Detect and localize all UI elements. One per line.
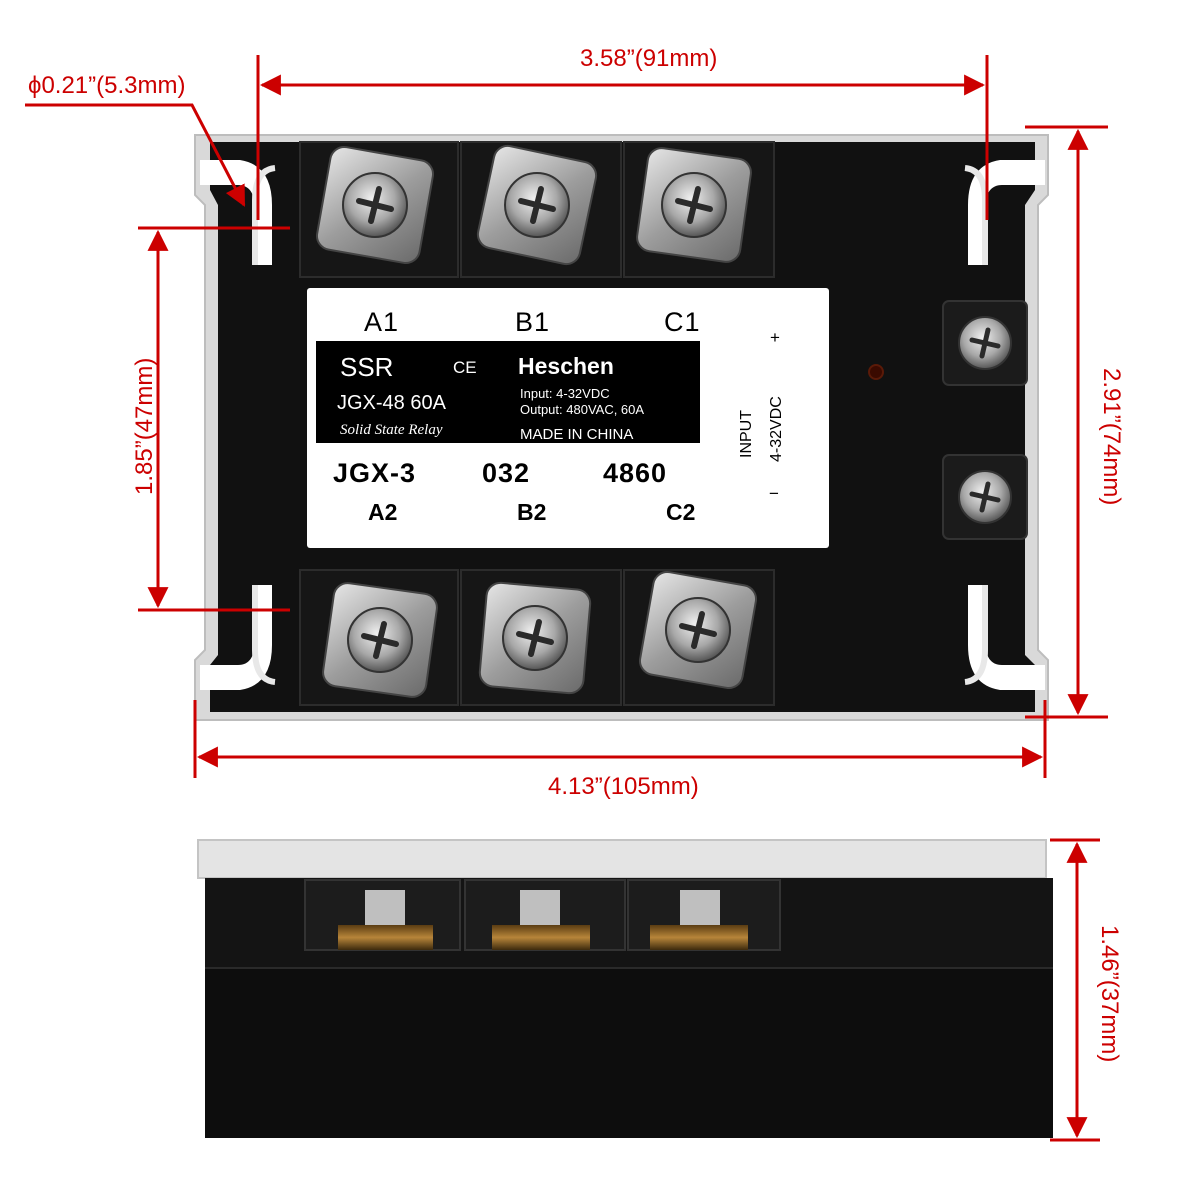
input-spec-text: Input: 4-32VDC	[520, 386, 610, 401]
side-body-lower	[205, 968, 1053, 1138]
status-led	[868, 364, 884, 380]
terminal-label-c1: C1	[664, 307, 701, 337]
mounting-hole-bottom-right	[964, 585, 1045, 690]
mounting-hole-bottom-left	[200, 585, 276, 690]
terminal-screw-c2	[638, 570, 758, 690]
origin-text: MADE IN CHINA	[520, 426, 634, 443]
input-title: INPUT	[738, 410, 755, 458]
input-screw-minus	[942, 454, 1028, 540]
hole-spacing-label: 3.58”(91mm)	[580, 45, 717, 72]
terminal-screw-c1	[636, 147, 752, 263]
brand-text: Heschen	[518, 353, 614, 379]
output-spec-text: Output: 480VAC, 60A	[520, 402, 645, 417]
side-clear-cover	[197, 839, 1047, 879]
side-terminal-2	[464, 879, 626, 951]
code-part-1: JGX-3	[333, 458, 417, 488]
relay-top-view	[194, 134, 1049, 721]
polarity-minus: −	[769, 484, 779, 503]
input-screw-plus	[942, 300, 1028, 386]
code-part-2: 032	[482, 458, 531, 488]
terminal-label-b2: B2	[517, 499, 547, 525]
terminal-screw-a2	[322, 582, 438, 698]
terminal-screw-b2	[478, 581, 592, 695]
terminal-label-a1: A1	[364, 307, 400, 337]
code-part-3: 4860	[603, 458, 668, 488]
terminal-screw-a1	[315, 145, 435, 265]
polarity-plus: +	[770, 328, 780, 347]
ce-mark: CE	[453, 358, 477, 377]
total-width-label: 4.13”(105mm)	[548, 773, 699, 800]
dimension-lines	[25, 55, 1108, 1142]
model-text: JGX-48 60A	[337, 392, 446, 414]
side-terminal-3	[627, 879, 781, 951]
terminal-label-a2: A2	[368, 499, 398, 525]
terminal-spacing-label: 1.85”(47mm)	[131, 358, 158, 495]
height-label: 2.91”(74mm)	[1098, 368, 1125, 505]
relay-side-view	[197, 839, 1053, 1138]
ssr-text: SSR	[340, 352, 394, 382]
label-black-panel	[316, 341, 700, 443]
terminal-screw-b1	[476, 144, 598, 266]
terminal-label-b1: B1	[515, 307, 551, 337]
side-terminal-1	[304, 879, 461, 951]
input-voltage: 4-32VDC	[768, 396, 785, 462]
terminal-label-c2: C2	[666, 499, 696, 525]
hole-diameter-label: ϕ0.21”(5.3mm)	[28, 72, 185, 99]
depth-label: 1.46”(37mm)	[1096, 925, 1123, 1062]
subtitle-text: Solid State Relay	[340, 422, 443, 438]
